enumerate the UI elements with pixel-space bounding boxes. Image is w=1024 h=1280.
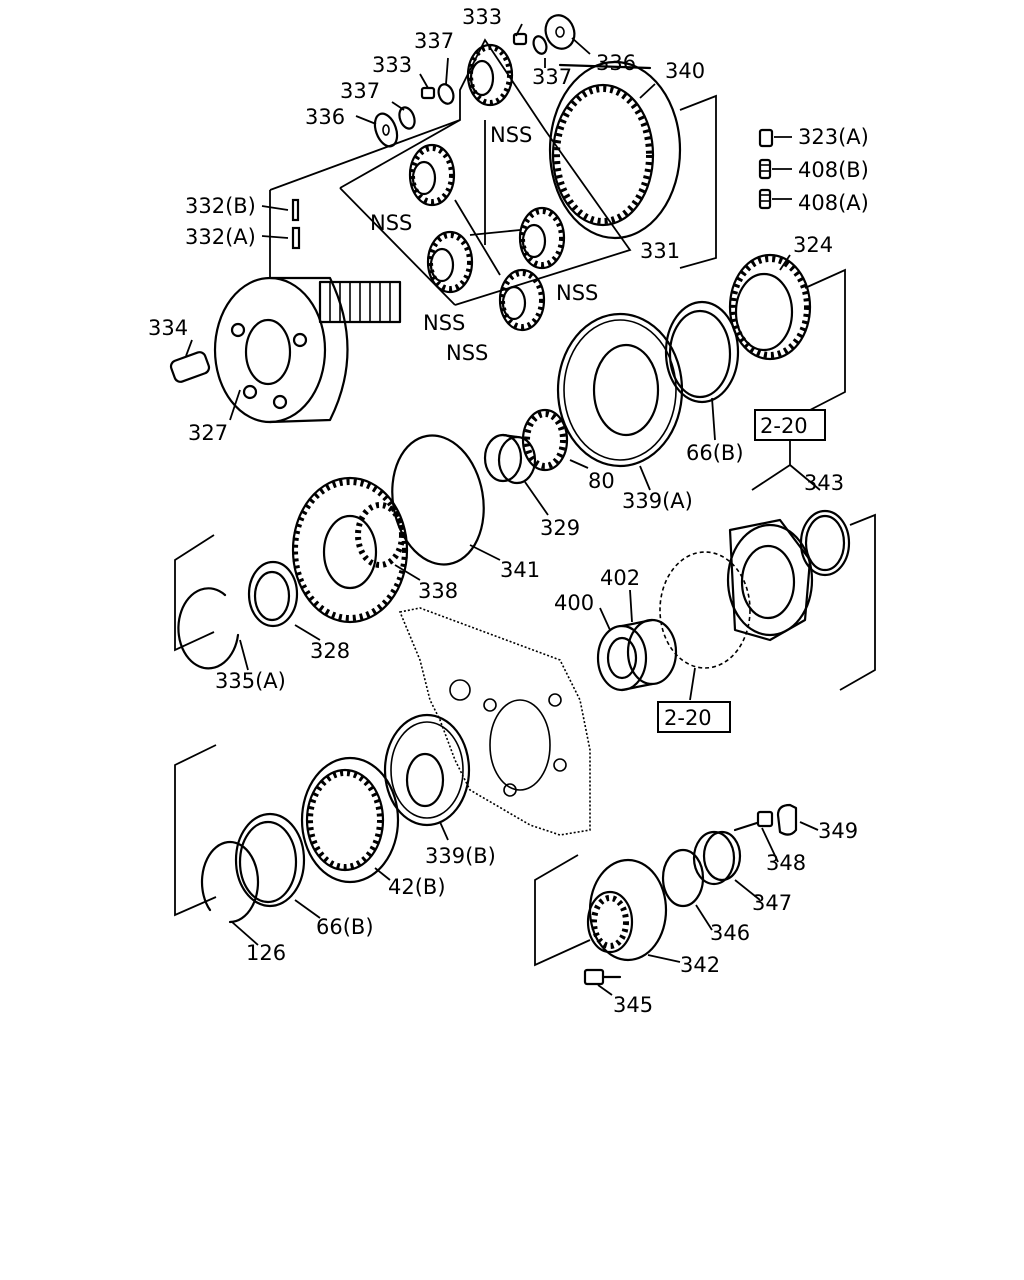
- snap-ring-335a: [177, 587, 240, 670]
- label-338: 338: [418, 579, 458, 603]
- label-337-left: 337: [340, 79, 380, 103]
- bearing-328: [247, 560, 299, 628]
- label-nss-1: NSS: [490, 123, 532, 147]
- pin-334: [169, 351, 211, 383]
- snap-ring-337-lower: [398, 106, 416, 130]
- label-66b-bottom: 66(B): [316, 915, 374, 939]
- internal-ring-gear-340: [548, 60, 682, 240]
- reference-label-bottom: 2-20: [664, 706, 712, 730]
- label-nss-3: NSS: [556, 281, 598, 305]
- synchronizer-ring-66b-top: [664, 300, 740, 404]
- label-346: 346: [710, 921, 750, 945]
- bearing-400: [596, 618, 678, 692]
- snap-ring-337-left: [437, 83, 455, 105]
- clutch-plate-339a: [556, 312, 684, 468]
- label-66b-top: 66(B): [686, 441, 744, 465]
- seal-343: [799, 509, 851, 577]
- label-328: 328: [310, 639, 350, 663]
- part-labels: 333 337 336 340 333 337 337 336 NSS NSS …: [148, 5, 869, 1017]
- clutch-drum-42b: [300, 756, 400, 884]
- pin-333-left: [420, 86, 436, 100]
- label-345: 345: [613, 993, 653, 1017]
- label-349: 349: [818, 819, 858, 843]
- pinion-gear-middle: [426, 230, 474, 294]
- o-ring-346: [661, 848, 705, 908]
- leader-lines: [185, 23, 819, 996]
- bolt-323a: [758, 128, 774, 148]
- planet-carrier-327: [213, 276, 402, 424]
- pinion-gear-right: [518, 206, 566, 270]
- label-339a: 339(A): [622, 489, 693, 513]
- label-348: 348: [766, 851, 806, 875]
- bearing-80: [521, 408, 569, 472]
- pin-333-top: [512, 32, 528, 46]
- reference-box-bottom: [657, 701, 731, 733]
- spring-408b: [758, 158, 772, 180]
- transfer-case-housing: [398, 607, 591, 836]
- bolt-345: [583, 968, 622, 986]
- label-324: 324: [793, 233, 833, 257]
- label-402: 402: [600, 566, 640, 590]
- label-327: 327: [188, 421, 228, 445]
- label-334: 334: [148, 316, 188, 340]
- label-333-left: 333: [372, 53, 412, 77]
- label-nss-5: NSS: [446, 341, 488, 365]
- gear-338: [291, 476, 409, 624]
- pinion-gear-top: [466, 43, 514, 107]
- clutch-plate-339b: [383, 713, 471, 827]
- label-336-top-right: 336: [596, 51, 636, 75]
- label-333-top: 333: [462, 5, 502, 29]
- clutch-hub-324: [728, 253, 812, 361]
- collar-347: [692, 830, 742, 886]
- lock-plate-349: [776, 803, 798, 836]
- label-342: 342: [680, 953, 720, 977]
- label-329: 329: [540, 516, 580, 540]
- pinion-group-bracket: [269, 38, 632, 306]
- reference-box-top: [754, 409, 826, 441]
- label-337-right: 337: [532, 65, 572, 89]
- reference-label-top: 2-20: [760, 414, 808, 438]
- gasket-402: [659, 551, 751, 669]
- label-331: 331: [640, 239, 680, 263]
- label-80: 80: [588, 469, 615, 493]
- front-cover-assembly: [726, 518, 814, 642]
- label-332b: 332(B): [185, 194, 256, 218]
- label-126: 126: [246, 941, 286, 965]
- label-336-left: 336: [305, 105, 345, 129]
- bolt-348: [733, 810, 774, 832]
- label-400: 400: [554, 591, 594, 615]
- thrust-washer-336-top: [544, 14, 576, 50]
- label-341: 341: [500, 558, 540, 582]
- label-343: 343: [804, 471, 844, 495]
- snap-ring-337-top: [532, 35, 548, 55]
- label-340: 340: [665, 59, 705, 83]
- synchronizer-ring-66b-bottom: [234, 812, 306, 908]
- label-337-top-left: 337: [414, 29, 454, 53]
- label-332a: 332(A): [185, 225, 256, 249]
- pinion-gear-left: [408, 143, 456, 207]
- label-323a: 323(A): [798, 125, 869, 149]
- pins-332: [291, 198, 301, 250]
- sleeve-329: [483, 433, 537, 485]
- snap-ring-126: [200, 840, 260, 924]
- companion-flange-342: [586, 858, 668, 962]
- label-nss-4: NSS: [423, 311, 465, 335]
- label-335a: 335(A): [215, 669, 286, 693]
- label-42b: 42(B): [388, 875, 446, 899]
- label-nss-2: NSS: [370, 211, 412, 235]
- spring-408a: [758, 188, 772, 210]
- label-408a: 408(A): [798, 191, 869, 215]
- label-408b: 408(B): [798, 158, 869, 182]
- label-339b: 339(B): [425, 844, 496, 868]
- label-347: 347: [752, 891, 792, 915]
